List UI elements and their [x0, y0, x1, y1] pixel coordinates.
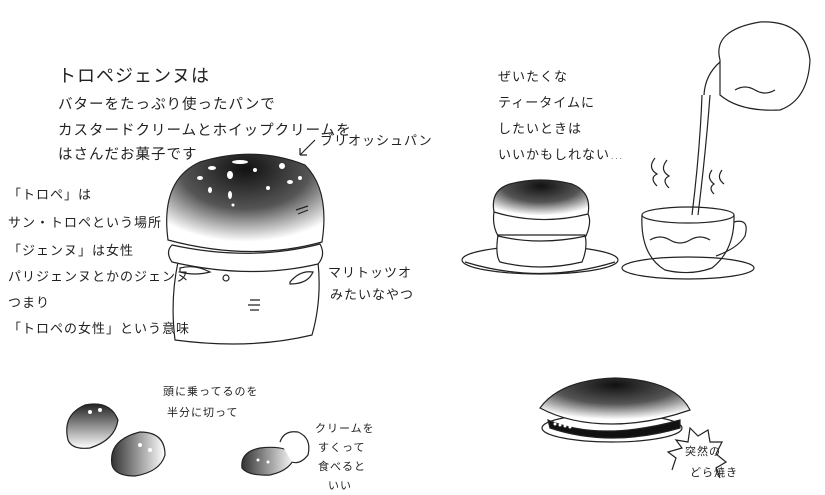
- brioche-pieces: [66, 403, 310, 477]
- howto-scoop: すくって: [318, 441, 366, 454]
- etymology-line: 「トロペの女性」という意味: [8, 322, 191, 337]
- intro-line: バターをたっぷり使ったパンで: [58, 97, 276, 113]
- howto-scoop: 食べると: [318, 460, 366, 473]
- intro-line: はさんだお菓子です: [58, 147, 198, 163]
- intro-title: トロペジェンヌは: [58, 66, 210, 87]
- howto-cut: 頭に乗ってるのを: [163, 385, 259, 398]
- teapot: [691, 21, 811, 216]
- etymology-line: つまり: [8, 296, 51, 311]
- brioche-on-saucer: [461, 179, 619, 275]
- teatime-line: ぜいたくな: [498, 70, 569, 85]
- burst-outline: [666, 426, 728, 479]
- howto-scoop: いい: [328, 479, 352, 492]
- dorayaki: [539, 377, 728, 479]
- brioche-main: [166, 153, 325, 345]
- howto-cut: 半分に切って: [167, 406, 239, 419]
- teacup: [621, 157, 755, 280]
- label-maritozzo: みたいなやつ: [330, 288, 415, 303]
- arrow-icon: [299, 139, 316, 156]
- teatime-line: したいときは: [498, 122, 583, 137]
- label-maritozzo: マリトッツオ: [328, 266, 413, 281]
- etymology-line: 「ジェンヌ」は女性: [8, 244, 135, 259]
- label-brioche: ブリオッシュパン: [320, 134, 433, 149]
- etymology-line: パリジェンヌとかのジェンヌ: [8, 270, 191, 285]
- teatime-line: いいかもしれない…: [498, 148, 625, 163]
- etymology-line: サン・トロペという場所: [8, 216, 163, 231]
- dorayaki-caption: どら焼き: [690, 466, 738, 479]
- howto-scoop: クリームを: [315, 422, 375, 435]
- dorayaki-caption: 突然の: [685, 445, 721, 458]
- etymology-line: 「トロペ」は: [8, 188, 93, 203]
- teatime-line: ティータイムに: [498, 96, 595, 111]
- intro-line: カスタードクリームとホイップクリームを: [58, 123, 352, 139]
